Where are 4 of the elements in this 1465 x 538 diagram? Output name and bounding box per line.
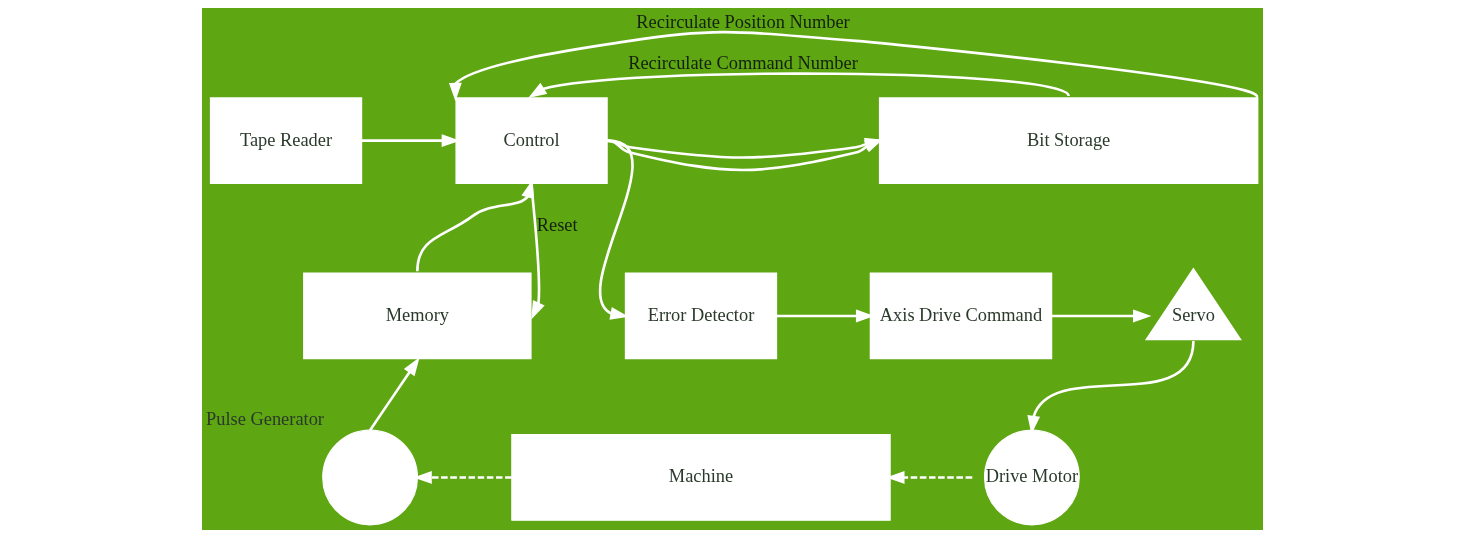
edge-label: Recirculate Command Number: [628, 52, 858, 73]
node-label: Pulse Generator: [206, 409, 324, 430]
edge-label: Recirculate Position Number: [636, 11, 850, 32]
edge-label: Reset: [536, 214, 578, 235]
